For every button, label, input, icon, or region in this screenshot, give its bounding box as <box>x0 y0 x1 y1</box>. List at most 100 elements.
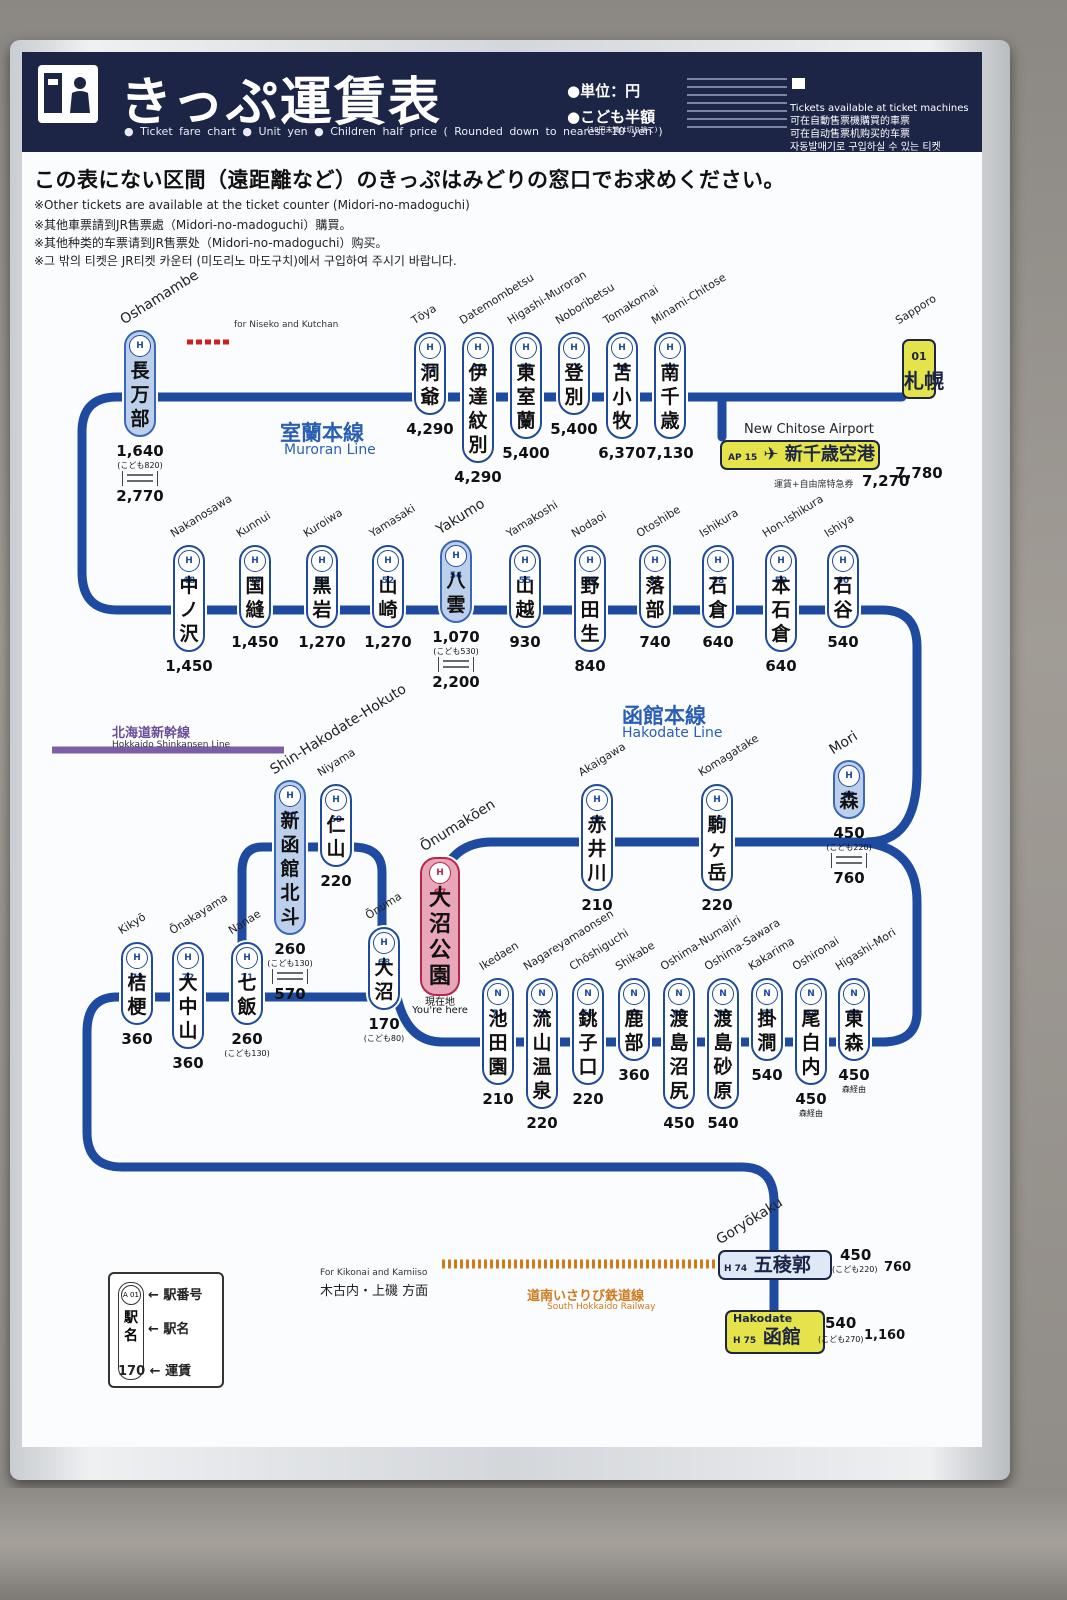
airport-fare: 7,270 <box>862 472 910 490</box>
goryokaku-express-fare: 760 <box>884 1260 912 1275</box>
station-name: 赤井川 <box>587 814 607 884</box>
station-name: 落部 <box>645 575 665 621</box>
station-goryokaku[interactable]: H 74 五稜郭 <box>718 1250 832 1280</box>
express-ticket-note <box>831 853 867 868</box>
station-sapporo-name: 札幌 <box>904 369 944 393</box>
station-fare: 220 <box>701 896 733 914</box>
station-express-fare: 760 <box>833 869 865 887</box>
station-number-icon: N 70 <box>531 983 553 1019</box>
station-name: 尾白内 <box>801 1008 821 1078</box>
station-number-icon: H 69 <box>325 789 347 825</box>
station-number-icon: H 54 <box>445 545 467 581</box>
station-name: 駒ヶ岳 <box>707 814 727 884</box>
station-hakodate[interactable]: Hakodate H 75 函館 <box>725 1310 825 1354</box>
station-fare: 1,070 <box>432 628 480 646</box>
station-name: 苫小牧 <box>612 362 632 432</box>
station-fare: 1,450 <box>231 633 279 651</box>
station-name: 野田生 <box>580 575 600 645</box>
hakodate-romaji: Hakodate <box>733 1312 793 1325</box>
station-child-fare: (こども130) <box>224 1049 270 1058</box>
wall-base <box>0 1488 1067 1600</box>
station-number-icon: N 64 <box>800 983 822 1019</box>
station-fare: 450 <box>833 824 865 842</box>
station-name: 桔梗 <box>127 972 147 1018</box>
station-number-icon: H 59 <box>770 550 792 586</box>
station-sapporo[interactable]: 01 札幌 <box>902 339 944 399</box>
station-fare: 210 <box>482 1090 514 1108</box>
station-name: 流山温泉 <box>532 1008 552 1102</box>
tickets-note: Tickets available at ticket machines 可在自… <box>790 103 969 153</box>
station-number-icon: H 18 <box>611 337 633 373</box>
muroran-line-jp: 室蘭本線 <box>280 421 364 445</box>
station-number-icon: H 47 <box>129 335 151 371</box>
ticket-icon <box>792 78 805 89</box>
niseko-label: for Niseko and Kutchan <box>234 320 339 330</box>
hakodate-lower-track <box>82 992 779 1327</box>
nanae-loop-track <box>237 842 387 1002</box>
station-number-icon: H 65 <box>706 789 728 825</box>
station-child-fare: (こども220) <box>826 843 872 852</box>
station-fare: 450 <box>838 1066 870 1084</box>
hakodate-child-fare: (こども270) <box>818 1335 864 1344</box>
station-fare: 360 <box>121 1030 153 1048</box>
station-name: 掛澗 <box>757 1008 777 1054</box>
station-sapporo-number: 01 <box>911 350 927 363</box>
station-child-fare: (こども530) <box>433 647 479 656</box>
station-name: 渡島砂原 <box>713 1008 733 1102</box>
kikonai-label-jp: 木古内・上磯 方面 <box>320 1284 429 1299</box>
legend-fare-label: 170 ← 運賃 <box>118 1364 192 1379</box>
station-new-chitose-airport[interactable]: AP 15 ✈ 新千歳空港 <box>720 440 880 470</box>
station-fare: 1,270 <box>298 633 346 651</box>
legend-name: 駅名 <box>124 1310 138 1344</box>
hakodate-fare: 540 <box>825 1314 857 1332</box>
station-express-fare: 2,200 <box>432 673 480 691</box>
station-fare: 360 <box>618 1066 650 1084</box>
station-number-icon: H 73 <box>126 947 148 983</box>
poster-header: きっぷ運賃表 ● Ticket fare chart ● Unit yen ● … <box>22 52 982 153</box>
airplane-icon: ✈ <box>763 444 779 465</box>
station-fare: 4,290 <box>406 420 454 438</box>
fare-chart-poster: きっぷ運賃表 ● Ticket fare chart ● Unit yen ● … <box>22 52 982 1447</box>
legend-name-label: ← 駅名 <box>148 1322 190 1337</box>
station-child-fare: (こども130) <box>267 959 313 968</box>
station-number-icon: N 71 <box>487 983 509 1019</box>
hakodate-upper-track <box>435 837 857 887</box>
